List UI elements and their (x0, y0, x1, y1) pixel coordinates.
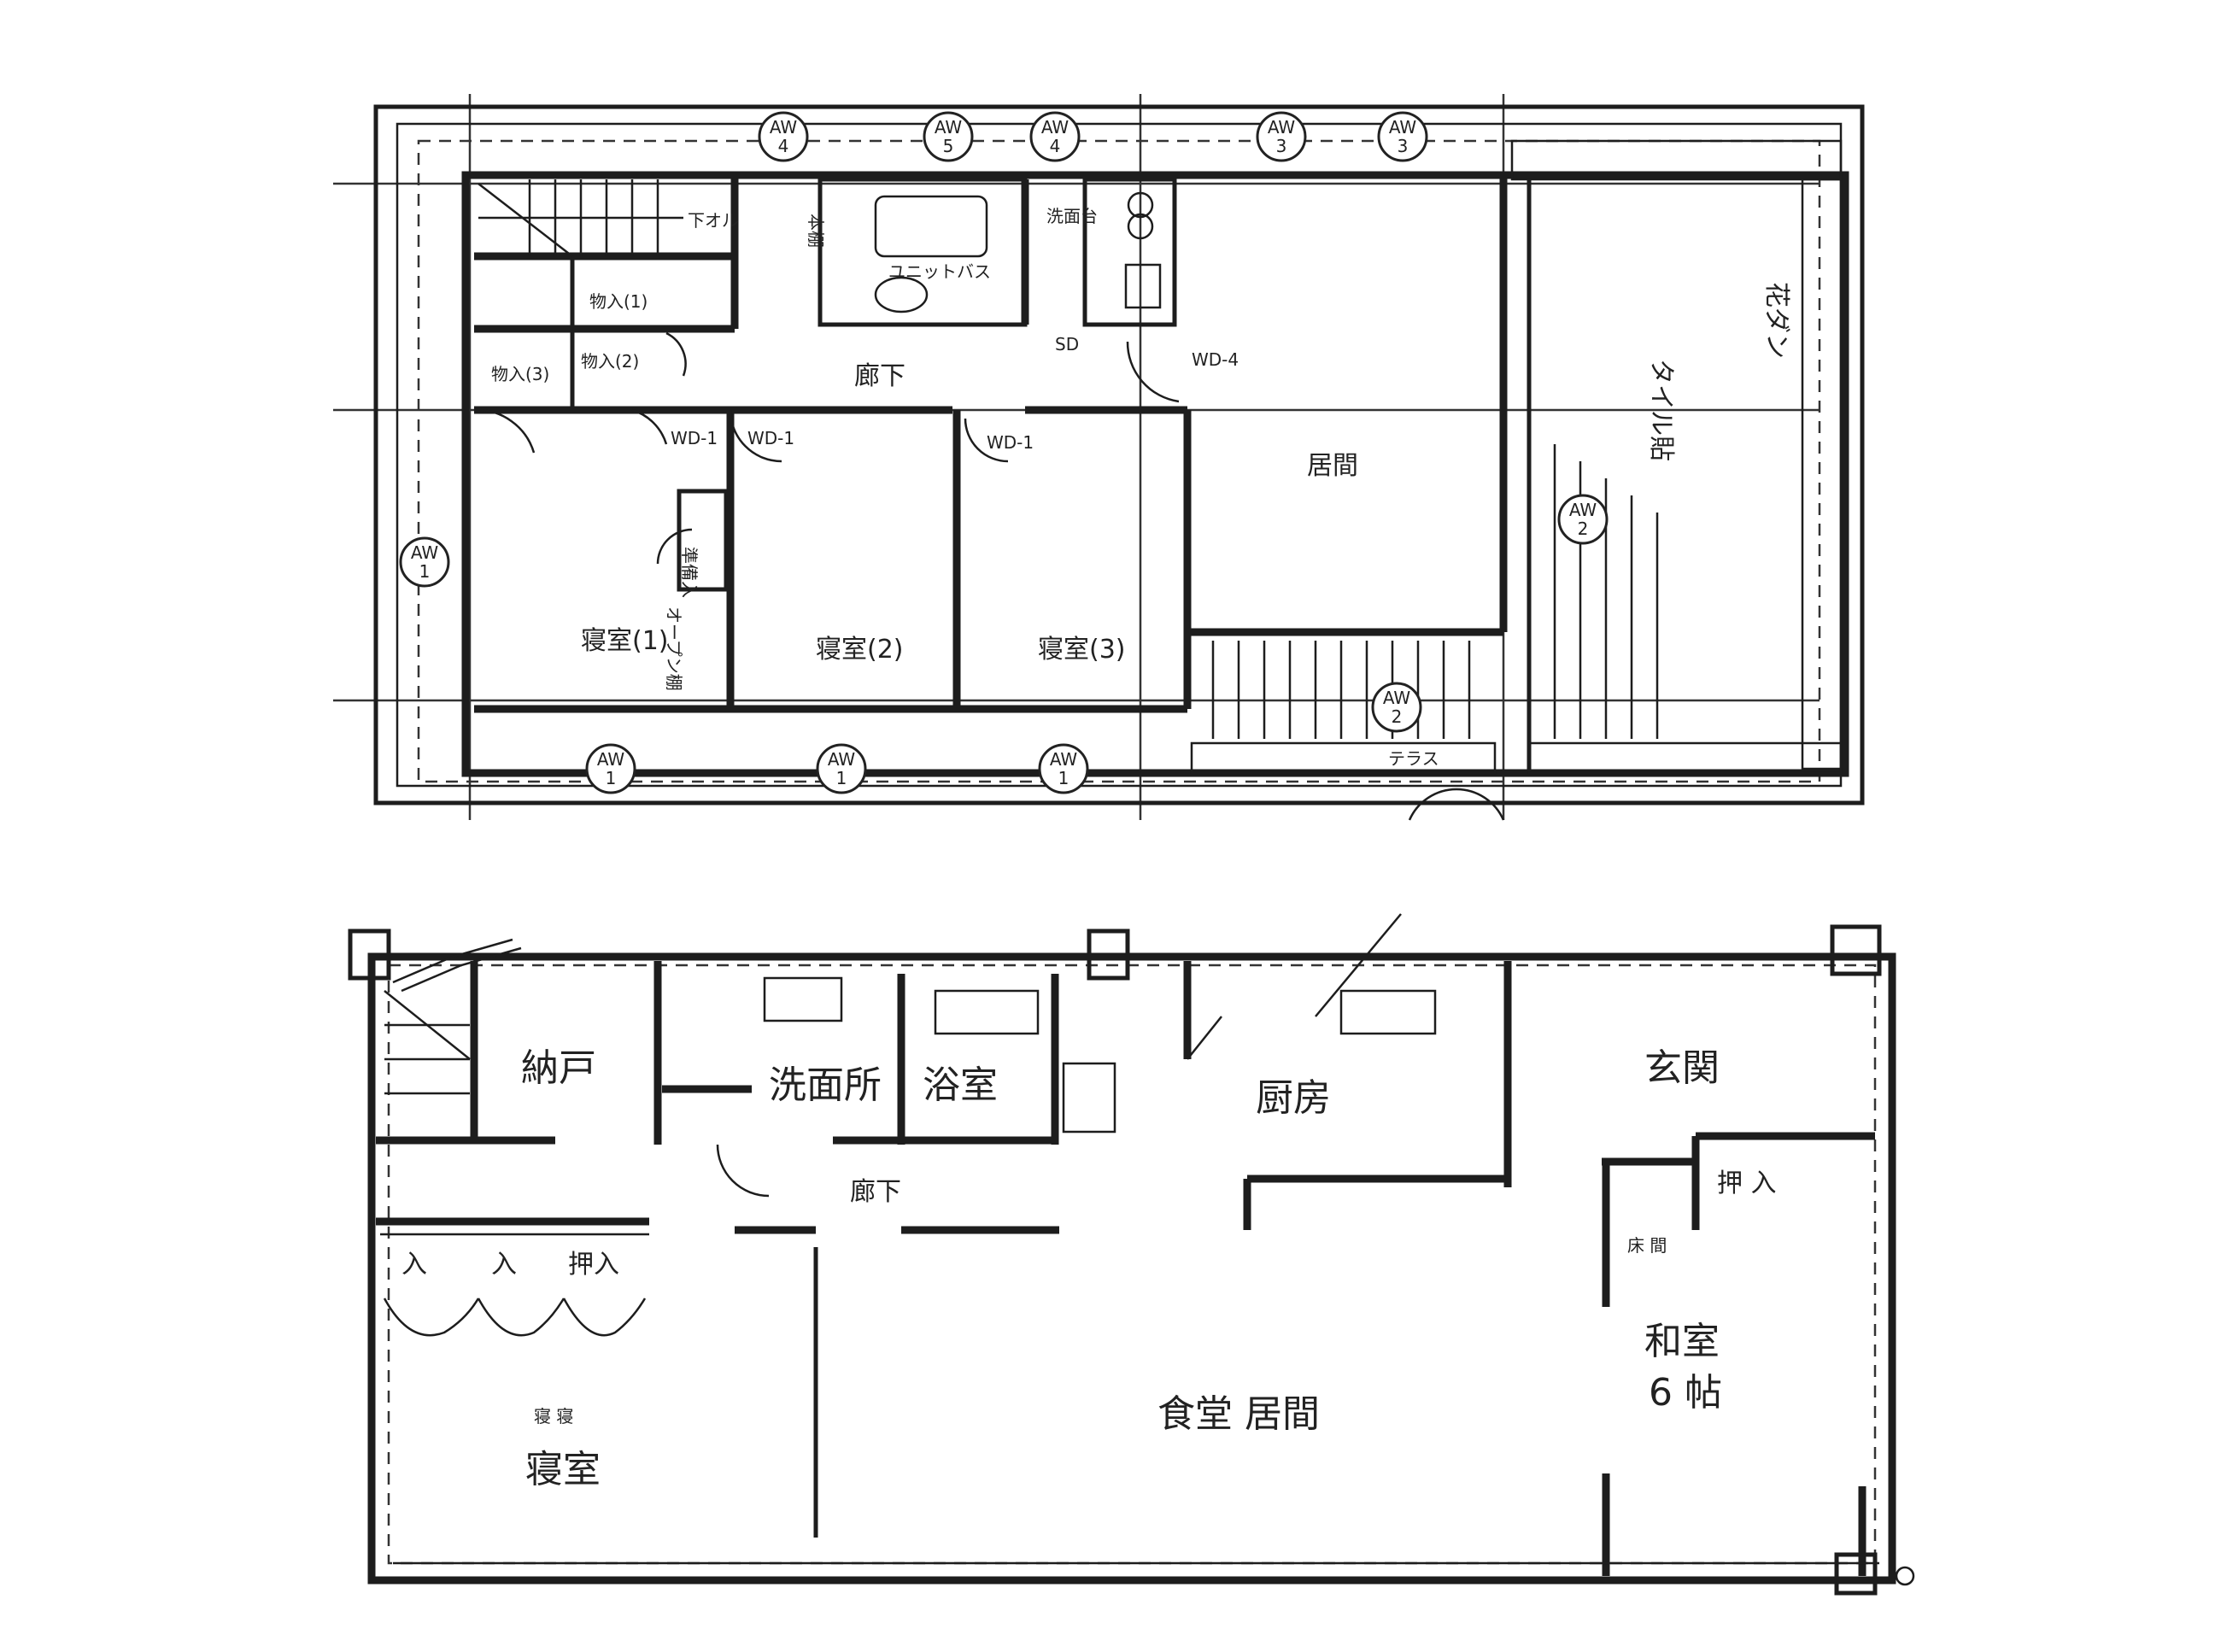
label-entrance: 玄関 (1644, 1046, 1720, 1090)
window-tag: AW1 (585, 743, 636, 794)
door-tag-wd4: WD-4 (1192, 349, 1239, 370)
svg-text:2: 2 (1392, 706, 1403, 727)
svg-text:AW: AW (1268, 117, 1296, 138)
window-tag: AW4 (1029, 111, 1081, 162)
label-downstairs: 下オル (688, 210, 739, 231)
label-tile: タイル貼 (1646, 359, 1676, 461)
lower-interior-walls (376, 913, 1915, 1586)
label-japanese-size: 6 帖 (1649, 1371, 1722, 1415)
label-washstand: 洗面台 (1046, 206, 1098, 226)
svg-text:4: 4 (1050, 136, 1061, 156)
svg-text:AW: AW (1389, 117, 1417, 138)
upper-floor-plan: 寝室(1) 寝室(2) 寝室(3) 居間 廊下 物入(1) 物入(2) 物入(3… (333, 94, 1865, 821)
label-lower-corridor: 廊下 (850, 1177, 901, 1207)
lower-floor-plan: 納戸 洗面所 浴室 厨房 玄関 廊下 入 入 押入 寝 寝 寝室 食堂 居間 和… (348, 913, 1915, 1596)
lower-outer-walls (348, 924, 1896, 1596)
svg-text:1: 1 (419, 561, 431, 582)
label-washroom: 洗面所 (769, 1063, 882, 1107)
svg-text:1: 1 (836, 768, 847, 788)
label-bedroom-note: 寝 寝 (534, 1406, 573, 1426)
hatched-flowerbed (1190, 139, 1843, 775)
upper-door-swings (473, 331, 1505, 821)
svg-text:AW: AW (1050, 749, 1078, 770)
label-unit-bath: ユニットバス (888, 261, 991, 282)
door-tag-wd1-c: WD-1 (987, 432, 1034, 453)
label-closet: 準備入 (679, 547, 700, 598)
label-storage-b: 入 (491, 1250, 517, 1280)
label-open-closet: オープン棚 (664, 606, 684, 691)
window-tag: AW1 (816, 743, 867, 794)
window-tag: AW1 (399, 536, 450, 588)
svg-text:2: 2 (1578, 518, 1589, 539)
svg-text:3: 3 (1398, 136, 1409, 156)
label-toko: 床 間 (1627, 1235, 1667, 1256)
label-japanese-room: 和室 (1644, 1320, 1720, 1363)
label-oshiire: 押 入 (1717, 1169, 1777, 1198)
label-corridor: 廊下 (854, 361, 905, 391)
upper-outer-walls (373, 104, 1865, 805)
label-bedroom1: 寝室(1) (581, 626, 669, 656)
upper-window-tags: AW4 AW5 AW4 AW3 AW3 AW1 AW2 AW2 AW1 AW1 … (399, 111, 1609, 794)
label-bedroom3: 寝室(3) (1038, 635, 1126, 665)
window-tag: AW4 (758, 111, 809, 162)
svg-text:AW: AW (770, 117, 798, 138)
svg-text:AW: AW (1383, 688, 1411, 708)
upper-interior-walls (473, 139, 1843, 821)
label-storage-c: 押入 (568, 1250, 619, 1280)
label-storage2: 物入(2) (581, 351, 639, 372)
terrace-hatching (1211, 444, 1659, 739)
svg-text:AW: AW (1041, 117, 1069, 138)
label-kitchen: 厨房 (1256, 1076, 1331, 1120)
label-storage1: 物入(1) (589, 291, 648, 312)
label-flower-bed: 花ダン (1761, 282, 1791, 359)
upper-room-labels: 寝室(1) 寝室(2) 寝室(3) 居間 廊下 物入(1) 物入(2) 物入(3… (491, 206, 1791, 769)
lower-room-labels: 納戸 洗面所 浴室 厨房 玄関 廊下 入 入 押入 寝 寝 寝室 食堂 居間 和… (401, 1046, 1777, 1491)
door-tag-sd: SD (1055, 334, 1079, 354)
window-tag: AW1 (1038, 743, 1089, 794)
label-storage-a: 入 (401, 1250, 427, 1280)
label-bookshelf: 本棚 (806, 214, 826, 248)
svg-text:AW: AW (935, 117, 963, 138)
label-nando: 納戸 (521, 1046, 596, 1090)
door-tag-wd1-b: WD-1 (747, 428, 794, 448)
label-living: 居間 (1307, 451, 1358, 481)
door-tag-wd1-a: WD-1 (671, 428, 718, 448)
label-terrace: テラス (1388, 748, 1439, 769)
lower-door-swings (716, 913, 1915, 1586)
svg-text:1: 1 (1058, 768, 1069, 788)
label-dining-living: 食堂 居間 (1157, 1392, 1320, 1436)
svg-text:AW: AW (597, 749, 625, 770)
svg-text:1: 1 (606, 768, 617, 788)
svg-text:4: 4 (778, 136, 789, 156)
svg-text:AW: AW (411, 542, 439, 563)
svg-text:3: 3 (1276, 136, 1287, 156)
window-tag: AW2 (1371, 682, 1422, 733)
lower-closet-doors (380, 1233, 649, 1337)
label-bathroom: 浴室 (923, 1063, 998, 1107)
label-storage3: 物入(3) (491, 364, 549, 384)
window-tag: AW3 (1256, 111, 1307, 162)
svg-text:5: 5 (943, 136, 954, 156)
window-tag: AW5 (923, 111, 974, 162)
svg-text:AW: AW (1569, 500, 1597, 520)
label-bedroom: 寝室 (525, 1448, 601, 1491)
window-tag: AW2 (1557, 494, 1609, 545)
window-tag: AW3 (1377, 111, 1428, 162)
label-bedroom2: 寝室(2) (816, 635, 904, 665)
svg-text:AW: AW (828, 749, 856, 770)
